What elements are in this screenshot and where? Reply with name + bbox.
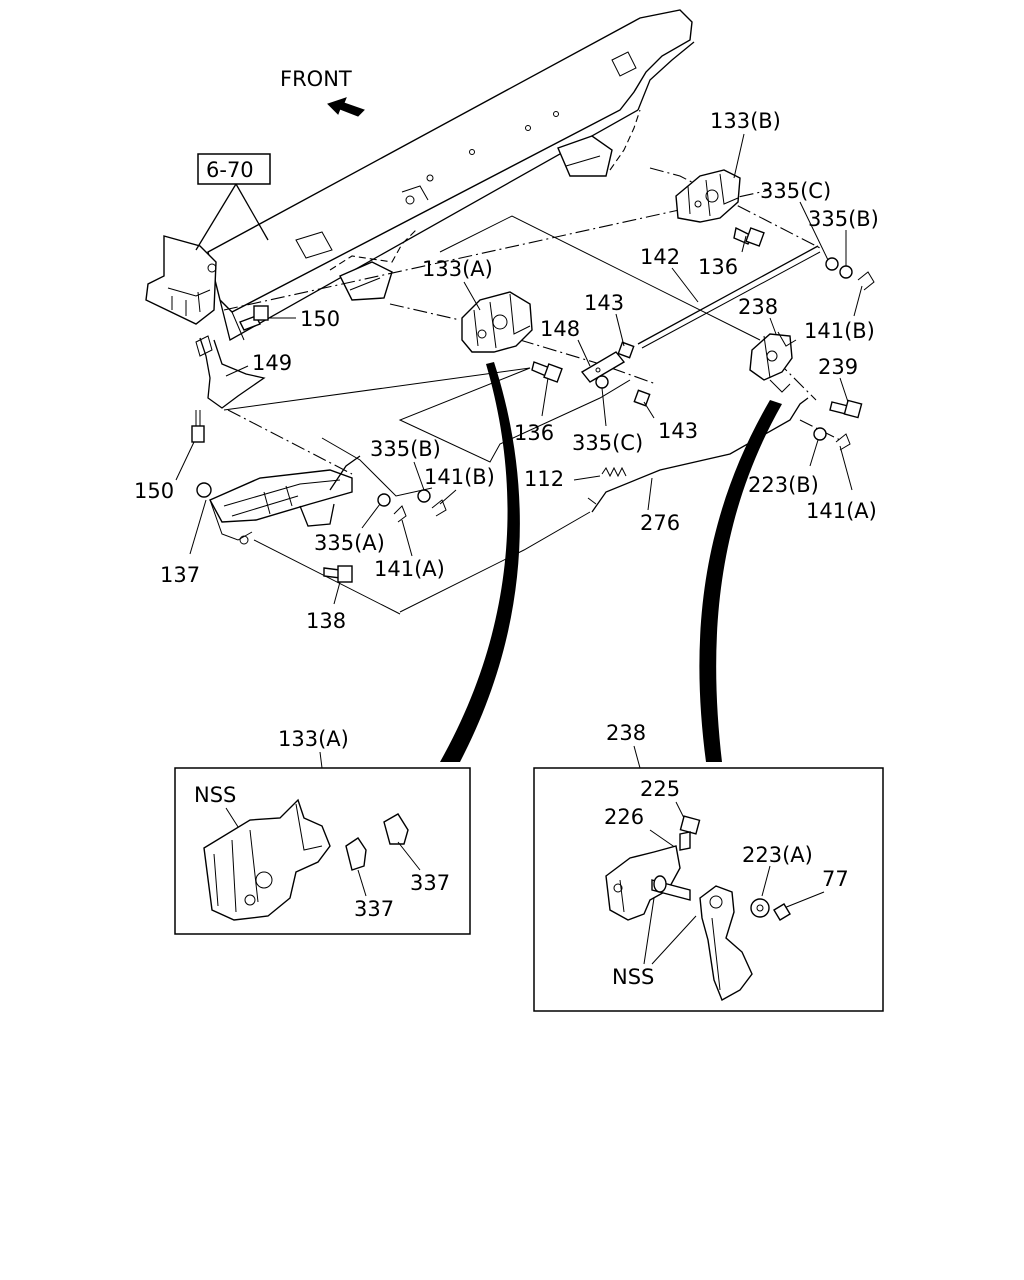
callout-133a: 133(A) — [422, 257, 493, 281]
callout-335c-mid: 335(C) — [572, 431, 643, 455]
callout-143-mid: 143 — [658, 419, 698, 443]
part-238-lever — [749, 331, 797, 393]
callout-138: 138 — [306, 609, 346, 633]
callout-238: 238 — [738, 295, 778, 319]
washer-223b — [813, 427, 827, 441]
rod-276 — [591, 397, 809, 513]
part-133b-bracket — [675, 169, 741, 223]
callout-223b: 223(B) — [748, 473, 819, 497]
rod-142 — [637, 245, 819, 345]
callout-335b-left: 335(B) — [370, 437, 441, 461]
clip-141a-right — [835, 433, 851, 451]
callout-276: 276 — [640, 511, 680, 535]
callout-141a-left: 141(A) — [374, 557, 445, 581]
front-label: FRONT — [280, 67, 352, 91]
callout-112: 112 — [524, 467, 564, 491]
callout-150-top: 150 — [300, 307, 340, 331]
connector-to-inset-right — [699, 400, 782, 762]
spring-112 — [601, 466, 627, 478]
part-133a-bracket — [461, 291, 533, 353]
inset-right-225: 225 — [640, 777, 680, 801]
inset-right-nss: NSS — [612, 965, 654, 989]
inset-right-226: 226 — [604, 805, 644, 829]
inset-left-nss: NSS — [194, 783, 236, 807]
front-indicator: FRONT — [280, 67, 365, 117]
inset-left-frame — [174, 767, 471, 935]
bolt-136-mid — [531, 361, 563, 383]
washer-335a — [377, 493, 391, 507]
callout-335c-top: 335(C) — [760, 179, 831, 203]
washer-335c-mid — [595, 375, 609, 389]
washer-335b-top — [839, 265, 853, 279]
part-137-adjuster — [196, 455, 361, 545]
nut-143-top — [617, 341, 635, 359]
bolt-150-top — [239, 305, 269, 331]
inset-right-title: 238 — [606, 721, 646, 745]
callout-leaders — [175, 133, 863, 605]
inset-left-title: 133(A) — [278, 727, 349, 751]
frame-crossmember — [145, 9, 695, 341]
callout-141a-right: 141(A) — [806, 499, 877, 523]
washer-335c-top — [825, 257, 839, 271]
callout-149: 149 — [252, 351, 292, 375]
clip-337-b — [383, 813, 409, 845]
bolt-136-top — [733, 226, 765, 247]
callout-143-top: 143 — [584, 291, 624, 315]
inset-right-77: 77 — [822, 867, 849, 891]
inset-right-223a: 223(A) — [742, 843, 813, 867]
cable-149 — [199, 337, 266, 409]
callout-150-left: 150 — [134, 479, 174, 503]
callout-141b-right: 141(B) — [804, 319, 875, 343]
callout-136-top: 136 — [698, 255, 738, 279]
clip-141b-left — [431, 499, 447, 517]
clip-141a-left — [393, 505, 407, 523]
reference-6-70: 6-70 — [195, 153, 271, 251]
callout-137: 137 — [160, 563, 200, 587]
bolt-150-left — [191, 410, 205, 443]
clip-141b-right — [857, 271, 875, 291]
callout-239: 239 — [818, 355, 858, 379]
inset-right-frame — [533, 767, 884, 1012]
inset-238: 238 225 226 223(A) 77 NSS — [533, 721, 884, 1012]
inset-left-337-bottom: 337 — [354, 897, 394, 921]
callout-136-mid: 136 — [514, 421, 554, 445]
callout-141b-left: 141(B) — [424, 465, 495, 489]
callout-335a: 335(A) — [314, 531, 385, 555]
plate-148 — [580, 351, 626, 383]
callout-148: 148 — [540, 317, 580, 341]
nut-143-mid — [633, 389, 651, 407]
connector-to-inset-left — [440, 362, 520, 762]
callout-133b: 133(B) — [710, 109, 781, 133]
callout-142: 142 — [640, 245, 680, 269]
inset-left-337-right: 337 — [410, 871, 450, 895]
inset-133a: 133(A) NSS 337 337 — [174, 727, 471, 935]
callout-labels: 133(B) 335(C) 335(B) 142 136 238 141(B) … — [134, 109, 879, 633]
bolt-239 — [829, 399, 863, 419]
clip-337-a — [345, 837, 367, 871]
front-arrow-icon — [327, 97, 365, 117]
bolt-138 — [323, 565, 353, 583]
reference-label: 6-70 — [206, 158, 254, 182]
washer-335b-left — [417, 489, 431, 503]
callout-335b-top: 335(B) — [808, 207, 879, 231]
